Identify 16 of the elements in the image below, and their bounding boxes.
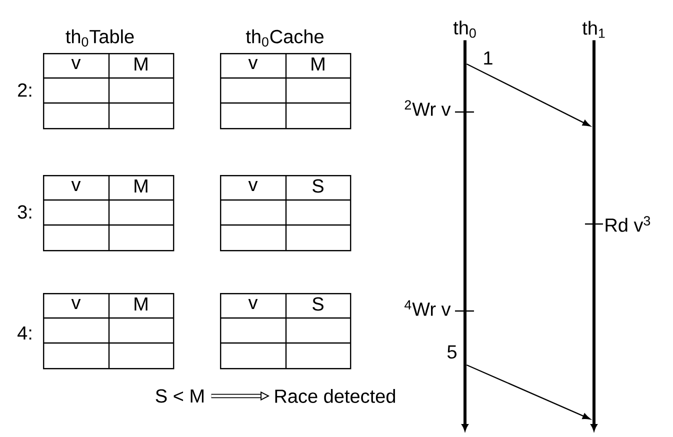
message-arrow — [466, 364, 590, 420]
node-label: th$_{0}$ — [453, 20, 476, 38]
edge-label: 5 — [446, 344, 458, 360]
table: v S — [220, 175, 352, 252]
statement-text: Race detected — [275, 389, 395, 403]
table: v M — [43, 53, 174, 130]
event-label: $^{4}$Wr v — [404, 300, 451, 316]
message-arrow — [466, 63, 591, 126]
edge-label: 1 — [482, 50, 494, 66]
node-label: th$_{1}$ — [582, 20, 605, 38]
table: v S — [220, 293, 352, 370]
table: v M — [220, 53, 352, 130]
table: v M — [43, 175, 174, 252]
table: v M — [43, 293, 174, 370]
statement-text: S < M — [156, 389, 204, 403]
event-label: $^{2}$Wr v — [404, 100, 451, 116]
